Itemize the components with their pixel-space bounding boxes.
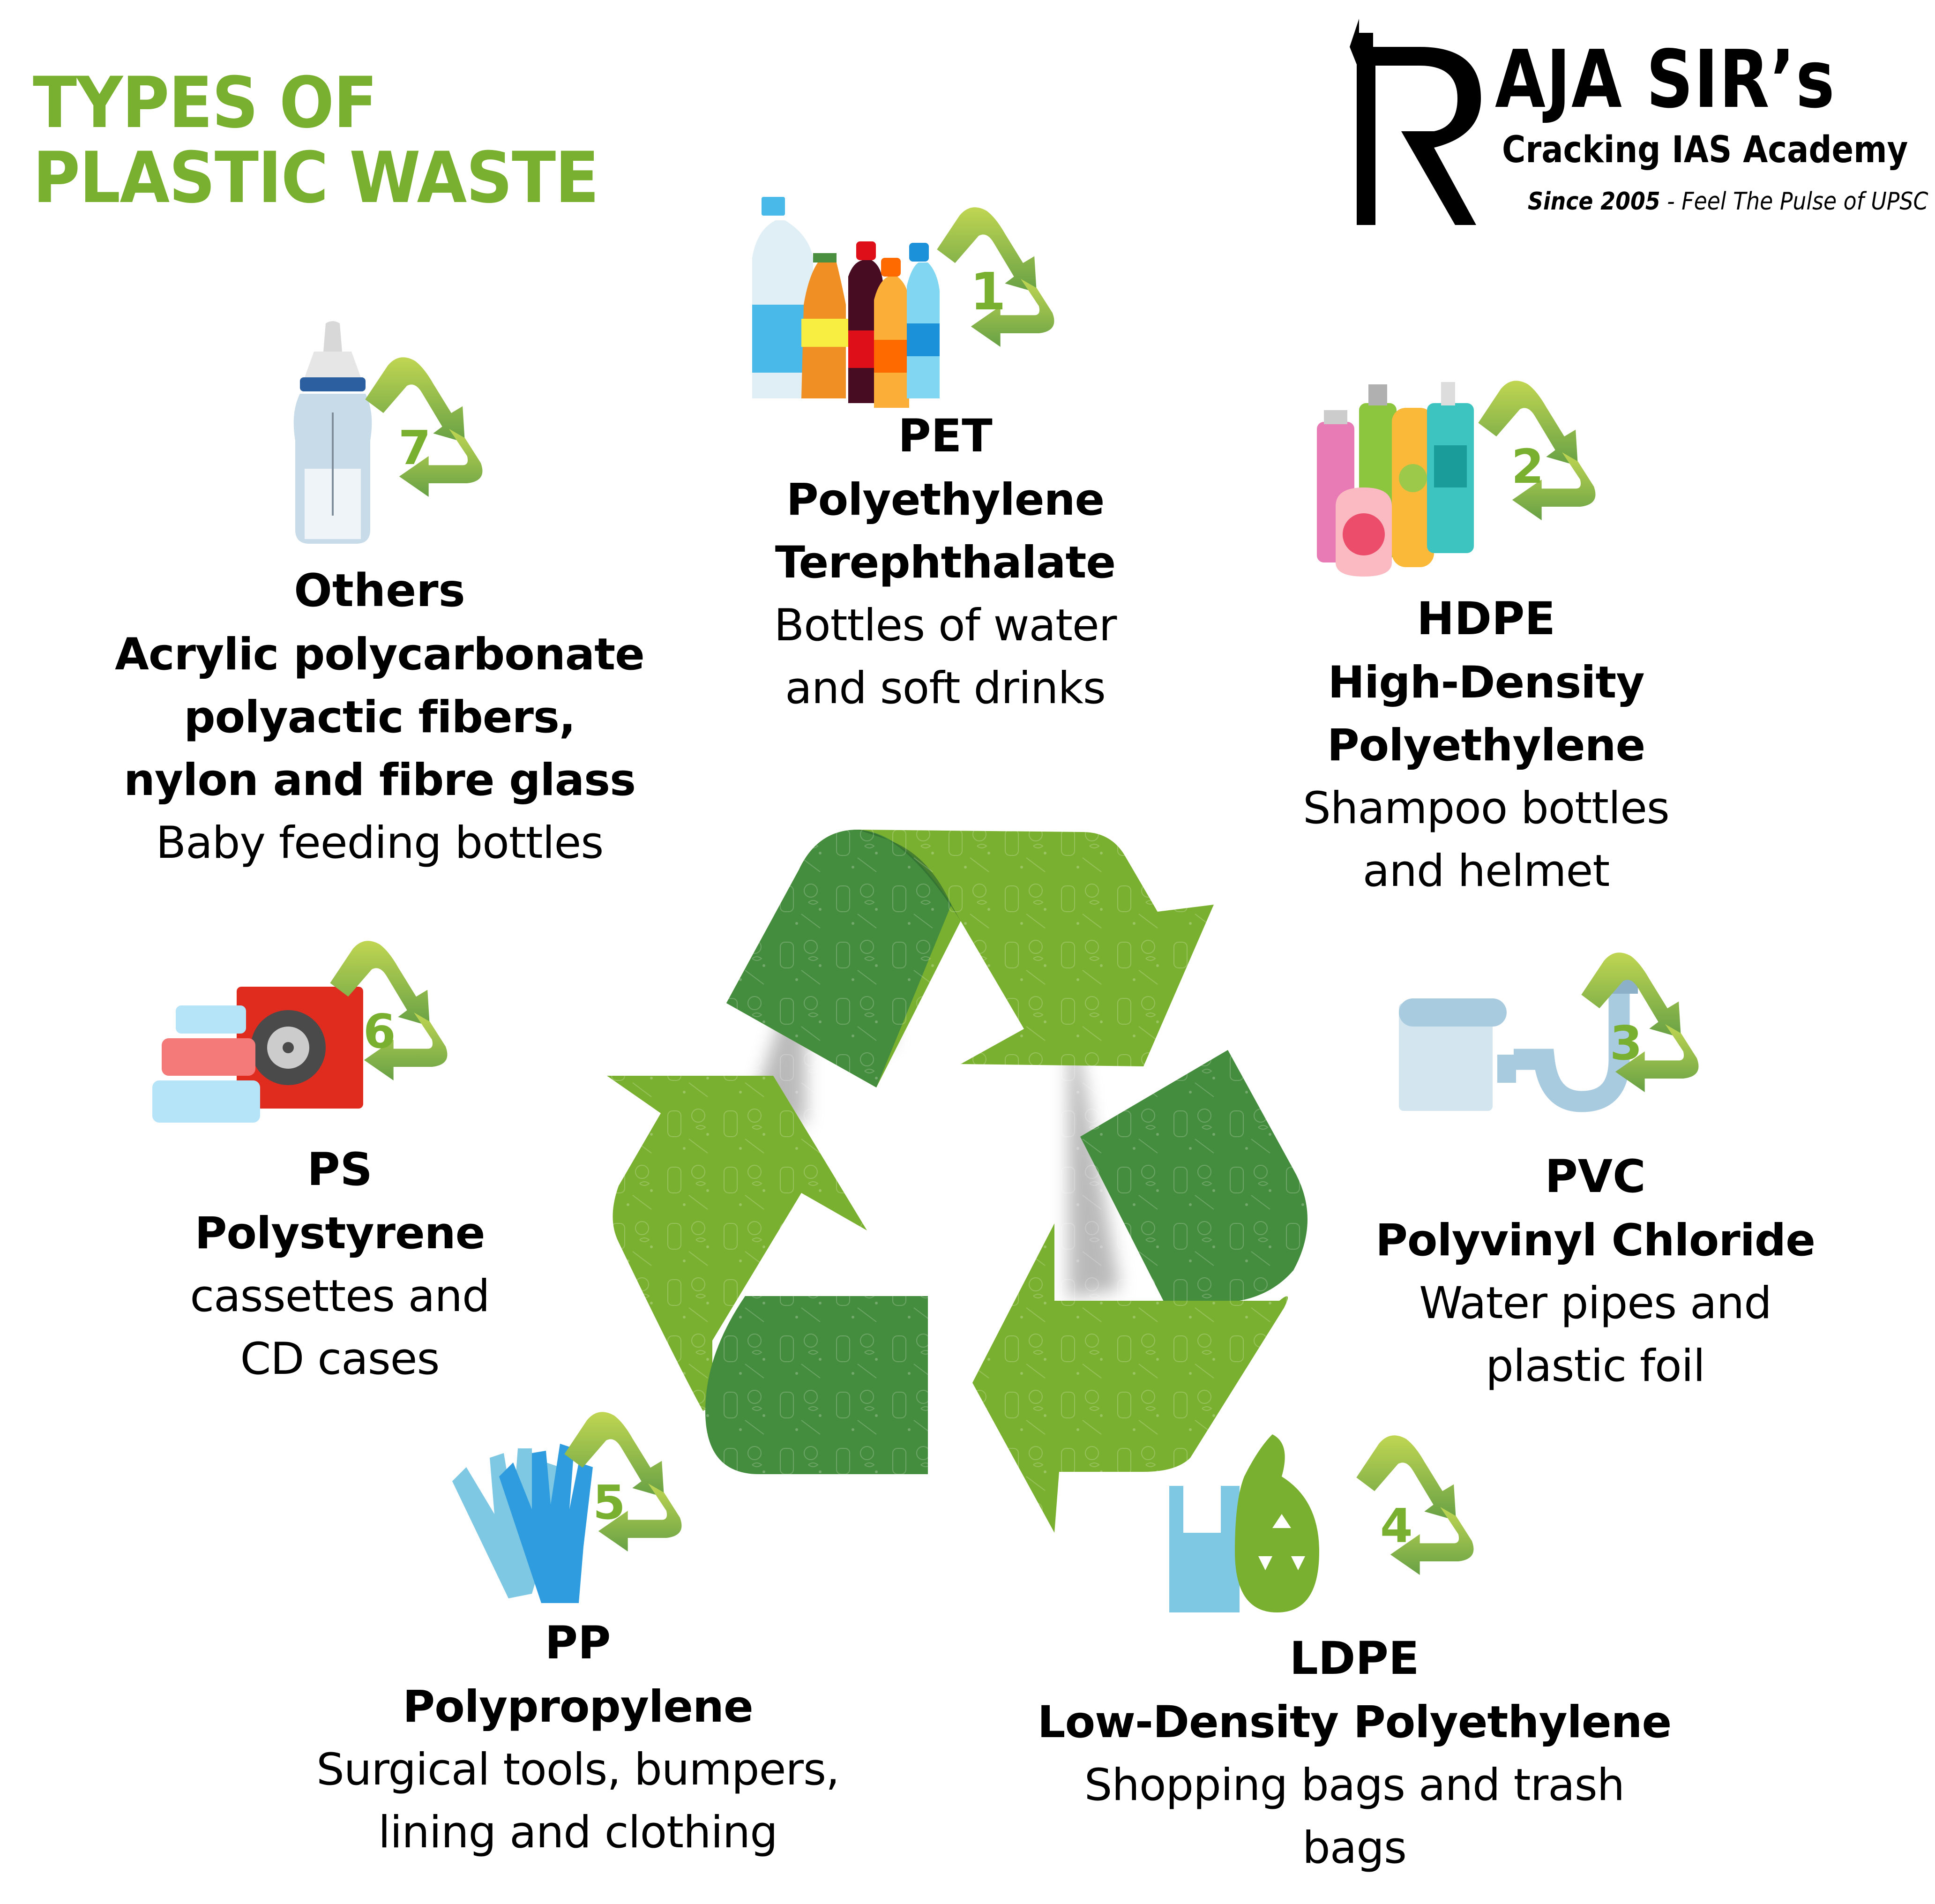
brand-logo: AJA SIR’s Cracking IAS Academy Since 200… — [1340, 19, 1931, 225]
logo-brand-name: AJA SIR’s — [1495, 33, 1836, 126]
gloves-icon: 5 — [452, 1412, 682, 1603]
plastic-name-line: Polyethylene — [1327, 720, 1645, 771]
shampoo-bottles-icon: 2 — [1317, 381, 1596, 577]
central-recycle-icon — [605, 820, 1336, 1533]
logo-tagline-since: Since 2005 — [1528, 187, 1660, 216]
plastic-code: PVC — [1545, 1150, 1646, 1203]
logo-tagline-rest: - Feel The Pulse of UPSC — [1660, 187, 1928, 216]
plastic-use-line: CD cases — [240, 1334, 440, 1385]
plastic-code: HDPE — [1417, 592, 1555, 645]
plastic-name-line: Polyvinyl Chloride — [1375, 1215, 1815, 1266]
baby-bottle-icon: 7 — [293, 321, 483, 544]
plastic-code: LDPE — [1289, 1632, 1419, 1685]
plastic-name-line: Terephthalate — [775, 537, 1116, 588]
plastic-use-line: and helmet — [1362, 846, 1610, 897]
plastic-use-line: Bottles of water — [774, 600, 1117, 651]
title-line-1: TYPES OF — [33, 62, 378, 144]
plastic-type-pp: PP Polypropylene Surgical tools, bumpers… — [316, 1610, 840, 1864]
plastic-use-line: Water pipes and — [1419, 1278, 1772, 1329]
containers-and-cd-icon: 6 — [152, 941, 448, 1123]
plastic-name-line: Polystyrene — [194, 1208, 486, 1259]
plastic-use-line: cassettes and — [190, 1271, 490, 1322]
svg-text:5: 5 — [593, 1475, 626, 1530]
plastic-name-line: High-Density — [1328, 657, 1644, 708]
soda-bottles-icon: 1 — [752, 197, 1054, 408]
plastic-type-pvc: PVC Polyvinyl Chloride Water pipes and p… — [1375, 1144, 1815, 1398]
svg-text:4: 4 — [1380, 1499, 1413, 1553]
plastic-type-hdpe: HDPE High-Density Polyethylene Shampoo b… — [1303, 586, 1670, 903]
svg-text:6: 6 — [363, 1004, 396, 1059]
plastic-use-line: and soft drinks — [785, 663, 1106, 714]
plastic-code: Others — [294, 564, 465, 617]
plastic-use-line: Shampoo bottles — [1303, 783, 1670, 834]
plastic-name-line: Polyethylene — [786, 474, 1105, 525]
plastic-use-line: Baby feeding bottles — [156, 817, 604, 869]
plastic-bags-icon: 4 — [1169, 1434, 1474, 1612]
pipe-and-foil-icon: 3 — [1399, 952, 1699, 1112]
plastic-code: PP — [545, 1617, 611, 1669]
plastic-use-line: Shopping bags and trash — [1084, 1760, 1625, 1811]
plastic-type-ps: PS Polystyrene cassettes and CD cases — [190, 1137, 490, 1391]
plastic-name-line: Polypropylene — [403, 1681, 753, 1732]
plastic-name-line: nylon and fibre glass — [123, 755, 636, 806]
plastic-use-line: lining and clothing — [378, 1807, 778, 1858]
svg-text:7: 7 — [398, 420, 431, 475]
plastic-name-line: polyactic fibers, — [184, 692, 575, 743]
plastic-name-line: Acrylic polycarbonate — [115, 629, 645, 680]
plastic-name-line: Low-Density Polyethylene — [1037, 1697, 1672, 1748]
page-title: TYPES OF PLASTIC WASTE — [33, 62, 599, 219]
plastic-code: PET — [898, 410, 993, 462]
plastic-type-pet: PET Polyethylene Terephthalate Bottles o… — [774, 403, 1117, 720]
svg-text:3: 3 — [1610, 1016, 1643, 1071]
plastic-use-line: Surgical tools, bumpers, — [316, 1744, 840, 1795]
svg-text:1: 1 — [970, 262, 1006, 322]
plastic-use-line: plastic foil — [1486, 1341, 1705, 1392]
title-line-2: PLASTIC WASTE — [33, 137, 599, 219]
svg-text:2: 2 — [1511, 439, 1544, 494]
plastic-type-ldpe: LDPE Low-Density Polyethylene Shopping b… — [1038, 1626, 1672, 1880]
logo-tagline: Since 2005 - Feel The Pulse of UPSC — [1528, 187, 1928, 216]
logo-r-arrow-icon — [1350, 19, 1481, 225]
plastic-code: PS — [307, 1143, 373, 1196]
logo-subtitle: Cracking IAS Academy — [1502, 129, 1908, 171]
plastic-use-line: bags — [1302, 1822, 1407, 1874]
plastic-type-others: Others Acrylic polycarbonate polyactic f… — [115, 558, 645, 875]
